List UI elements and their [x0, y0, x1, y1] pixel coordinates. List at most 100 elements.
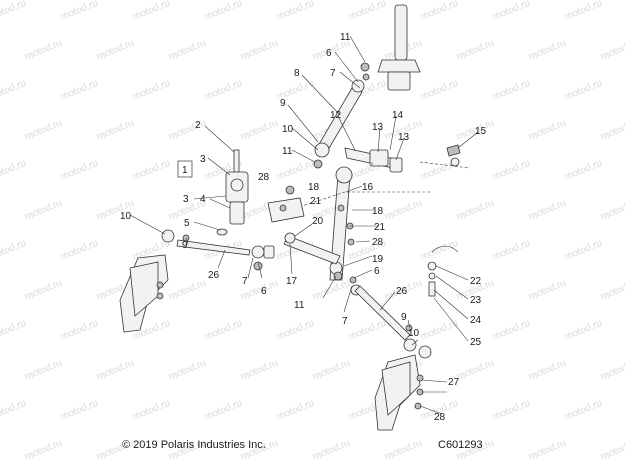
watermark-text: motod.ru — [383, 438, 424, 463]
watermark-text: motod.ru — [59, 78, 100, 103]
callout-label: 17 — [286, 276, 298, 287]
watermark-text: motod.ru — [599, 358, 625, 383]
watermark-text: motod.ru — [527, 118, 568, 143]
leader-lines — [129, 35, 479, 415]
watermark-text: motod.ru — [419, 0, 460, 23]
watermark-text: motod.ru — [599, 38, 625, 63]
watermark-text: motod.ru — [599, 118, 625, 143]
watermark-text: motod.ru — [599, 438, 625, 463]
callout-label: 14 — [392, 110, 404, 121]
watermark-text: motod.ru — [275, 398, 316, 423]
callout-label: 3 — [200, 154, 206, 165]
steering-bracket — [344, 147, 403, 173]
callout-label: 13 — [372, 122, 384, 133]
watermark-text: motod.ru — [0, 318, 28, 343]
callout-label: 12 — [330, 110, 342, 121]
watermark-text: motod.ru — [563, 238, 604, 263]
watermark-text: motod.ru — [383, 198, 424, 223]
callout-label: 19 — [372, 254, 384, 265]
watermark-text: motod.ru — [311, 438, 352, 463]
callout-label: 24 — [470, 315, 482, 326]
callout-label: 18 — [372, 206, 384, 217]
watermark-text: motod.ru — [239, 38, 280, 63]
watermark-text: motod.ru — [131, 398, 172, 423]
watermark-text: motod.ru — [203, 0, 244, 23]
tie-rod-left — [161, 229, 275, 259]
watermark-text: motod.ru — [131, 78, 172, 103]
watermark-text: motod.ru — [131, 158, 172, 183]
watermark-text: motod.ru — [0, 78, 28, 103]
callout-label: 28 — [372, 237, 384, 248]
callout-labels: 1 2 3 3 4 5 6 6 6 7 7 7 8 9 9 9 10 10 10… — [120, 32, 487, 423]
watermark-text: motod.ru — [59, 238, 100, 263]
watermark-text: motod.ru — [491, 238, 532, 263]
callout-label: 5 — [184, 218, 190, 229]
watermark-text: motod.ru — [0, 238, 28, 263]
callout-label: 10 — [408, 328, 420, 339]
watermark-text: motod.ru — [23, 38, 64, 63]
callout-label: 28 — [258, 172, 270, 183]
intermediate-shaft — [314, 79, 365, 158]
callout-label: 26 — [208, 270, 220, 281]
callout-label: 23 — [470, 295, 482, 306]
callout-label: 7 — [330, 68, 336, 79]
watermark-text: motod.ru — [599, 198, 625, 223]
callout-label: 7 — [242, 276, 248, 287]
watermark-text: motod.ru — [563, 158, 604, 183]
watermark-text: motod.ru — [0, 158, 28, 183]
steering-gearbox — [216, 149, 249, 236]
spindle-left — [119, 254, 169, 333]
watermark-text: motod.ru — [275, 318, 316, 343]
diagram-code: C601293 — [438, 439, 483, 451]
watermark-text: motod.ru — [491, 158, 532, 183]
callout-label: 9 — [280, 98, 286, 109]
callout-label: 20 — [312, 216, 324, 227]
watermark-text: motod.ru — [455, 358, 496, 383]
steering-shaft-upper — [377, 4, 421, 91]
callout-label: 6 — [326, 48, 332, 59]
callout-label: 1 — [182, 165, 188, 176]
tie-rod-right — [350, 284, 432, 359]
watermark-text: motod.ru — [59, 158, 100, 183]
watermark-text: motod.ru — [95, 38, 136, 63]
watermark-text: motod.ru — [0, 398, 28, 423]
callout-label: 3 — [183, 194, 189, 205]
callout-label: 15 — [475, 126, 487, 137]
callout-label: 9 — [182, 240, 188, 251]
watermark-text: motod.ru — [23, 198, 64, 223]
callout-label: 7 — [342, 316, 348, 327]
watermark-text: motod.ru — [167, 118, 208, 143]
watermark-text: motod.ru — [347, 318, 388, 343]
watermark-text: motod.ru — [59, 0, 100, 23]
callout-label: 28 — [434, 412, 446, 423]
watermark-text: motod.ru — [491, 398, 532, 423]
watermark-text: motod.ru — [311, 358, 352, 383]
watermark-text: motod.ru — [0, 0, 28, 23]
callout-label: 25 — [470, 337, 482, 348]
callout-label: 4 — [200, 194, 206, 205]
watermark-text: motod.ru — [167, 38, 208, 63]
callout-label: 10 — [120, 211, 132, 222]
callout-label: 6 — [374, 266, 380, 277]
watermark-text: motod.ru — [455, 198, 496, 223]
watermark-text: motod.ru — [419, 78, 460, 103]
watermark-text: motod.ru — [239, 118, 280, 143]
watermark-text: motod.ru — [95, 358, 136, 383]
bump-stop — [419, 144, 471, 169]
watermark-text: motod.ru — [563, 78, 604, 103]
watermark-text: motod.ru — [527, 278, 568, 303]
watermark-text: motod.ru — [563, 398, 604, 423]
watermark-text: motod.ru — [23, 358, 64, 383]
callout-label: 11 — [294, 300, 305, 311]
watermark-text: motod.ru — [491, 0, 532, 23]
watermark-text: motod.ru — [203, 78, 244, 103]
callout-label: 21 — [310, 196, 322, 207]
watermark-text: motod.ru — [95, 118, 136, 143]
watermark-text: motod.ru — [491, 78, 532, 103]
callout-label: 13 — [398, 132, 410, 143]
watermark-text: motod.ru — [203, 398, 244, 423]
watermark-text: motod.ru — [419, 238, 460, 263]
copyright-text: © 2019 Polaris Industries Inc. — [122, 439, 266, 451]
watermark-text: motod.ru — [311, 278, 352, 303]
